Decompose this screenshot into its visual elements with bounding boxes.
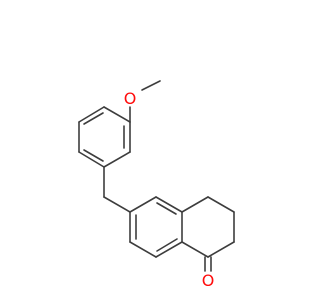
bond-a5-a6: [103, 151, 131, 168]
double-bond-a2-a3: [83, 112, 104, 125]
bond-a4-a5: [78, 151, 105, 168]
bond-b7-b1: [129, 196, 157, 213]
bond-a1-a2: [103, 106, 131, 123]
double-bond-a4-a5: [83, 149, 104, 162]
methoxy-oxygen-label: O: [124, 89, 137, 108]
ketone-oxygen-label: O: [202, 271, 215, 290]
double-bond-b6-b7: [156, 202, 177, 215]
bond-b6-b1: [155, 196, 183, 213]
bond-methyl-o: [141, 80, 161, 91]
bond-b3-b4: [129, 241, 157, 258]
bond-c1-c2: [181, 196, 209, 213]
bond-c4-c5: [207, 241, 235, 258]
double-bond-b4-b5: [156, 238, 178, 252]
bond-b4-b5: [155, 241, 183, 258]
structure-canvas: O O: [78, 80, 235, 290]
bond-a2-a3: [78, 106, 105, 123]
bond-b1-b2: [103, 196, 131, 213]
molecule-structure: O O: [78, 80, 235, 290]
bond-c5-c6: [181, 241, 209, 258]
bond-c2-c3: [207, 196, 235, 213]
